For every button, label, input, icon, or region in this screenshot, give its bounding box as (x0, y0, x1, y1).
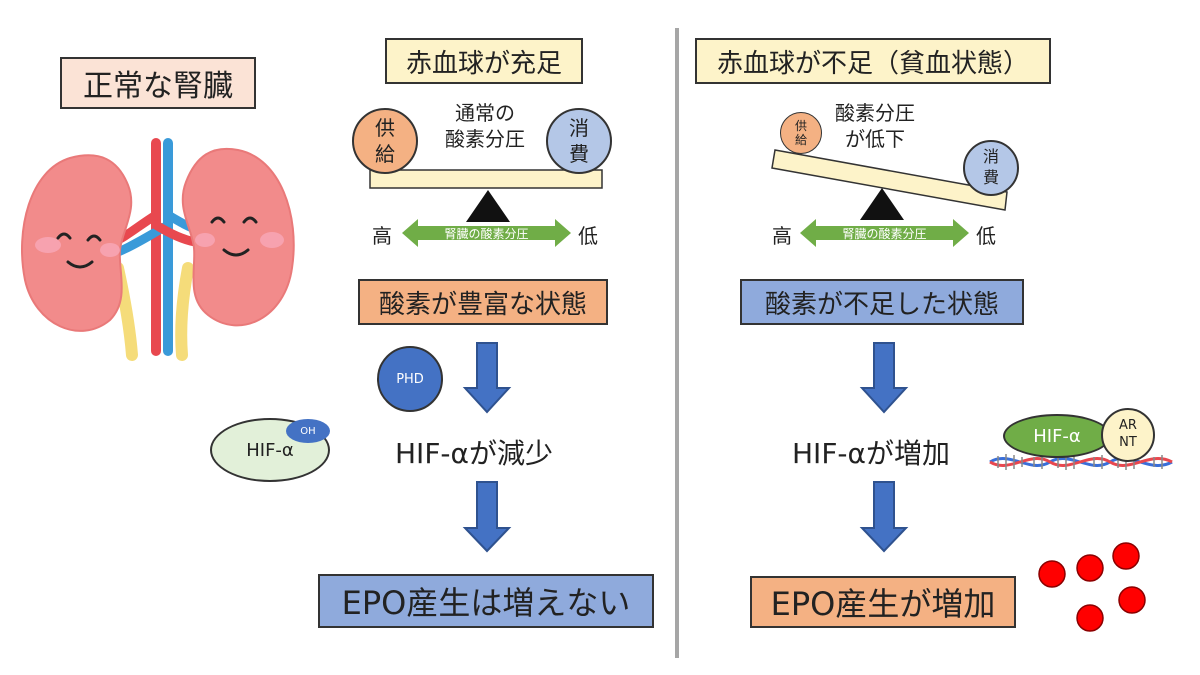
right-oxygen-label: 酸素分圧 が低下 (835, 101, 915, 151)
phd-circle: PHD (377, 346, 443, 412)
left-oxygen-label: 通常の 酸素分圧 (445, 101, 525, 151)
red-blood-cell (1076, 554, 1104, 582)
left-consume-circle: 消 費 (546, 108, 612, 174)
left-arrow-label: 腎臓の酸素分圧 (444, 227, 529, 241)
right-pressure-arrow (800, 219, 969, 247)
right-supply-circle: 供 給 (780, 112, 822, 154)
red-blood-cell (1118, 586, 1146, 614)
red-blood-cell (1076, 604, 1104, 632)
right-arrow-label: 腎臓の酸素分圧 (842, 227, 927, 241)
red-blood-cell (1112, 542, 1140, 570)
left-high-label: 高 (372, 224, 392, 248)
oh-badge: OH (286, 419, 330, 443)
red-blood-cell (1038, 560, 1066, 588)
arnt-circle: AR NT (1101, 408, 1155, 462)
right-condition-box: 酸素が不足した状態 (740, 279, 1024, 325)
right-low-label: 低 (976, 224, 996, 248)
right-state-title: 赤血球が不足（貧血状態） (695, 38, 1051, 84)
left-supply-circle: 供 給 (352, 108, 418, 174)
center-divider (675, 28, 679, 658)
left-epo-result: EPO産生は増えない (318, 574, 654, 628)
left-hif-result: HIF-αが減少 (395, 437, 553, 470)
left-hif-ellipse: HIF-α (210, 418, 330, 482)
left-state-title: 赤血球が充足 (385, 38, 583, 84)
right-hif-ellipse: HIF-α (1003, 414, 1111, 458)
left-low-label: 低 (578, 224, 598, 248)
kidney-title: 正常な腎臓 (60, 57, 256, 109)
right-consume-circle: 消 費 (963, 140, 1019, 196)
right-epo-result: EPO産生が増加 (750, 576, 1016, 628)
right-hif-result: HIF-αが増加 (792, 437, 950, 470)
left-pressure-arrow (402, 219, 571, 247)
right-high-label: 高 (772, 224, 792, 248)
left-condition-box: 酸素が豊富な状態 (358, 279, 608, 325)
